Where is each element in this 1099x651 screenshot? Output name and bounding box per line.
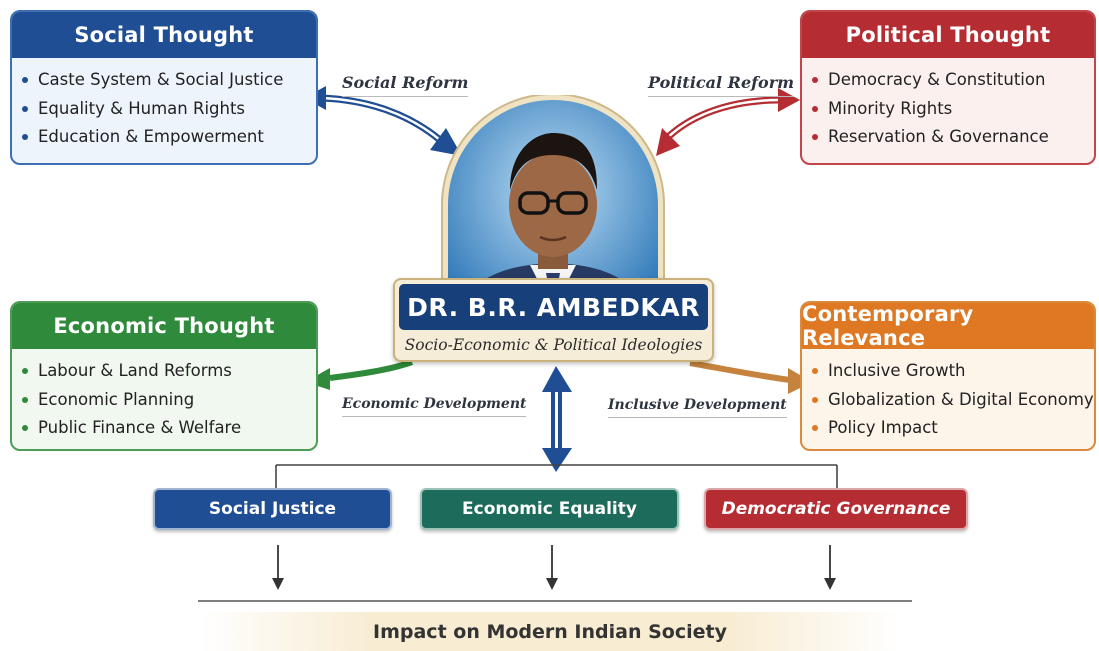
center-subtitle: Socio-Economic & Political Ideologies [404,336,703,354]
list-item: Equality & Human Rights [22,95,316,124]
bullet-icon [22,105,28,112]
economic-development-arrow [305,359,414,390]
bullet-icon [812,396,818,403]
bullet-icon [812,105,818,112]
bullet-icon [22,134,28,140]
card-title: Economic Thought [12,303,316,349]
list-item: Policy Impact [812,414,1094,443]
outcome-economic-equality: Economic Equality [420,488,679,530]
card-list: Caste System & Social Justice Equality &… [12,58,316,152]
card-title: Contemporary Relevance [802,303,1094,350]
list-item: Inclusive Growth [812,357,1094,386]
list-item: Minority Rights [812,95,1094,124]
down-arrow-icon [272,545,836,590]
list-item: Public Finance & Welfare [22,414,316,443]
card-list: Labour & Land Reforms Economic Planning … [12,349,316,443]
economic-thought-card: Economic Thought Labour & Land Reforms E… [10,301,318,451]
bullet-icon [812,134,818,140]
bullet-icon [22,77,28,83]
card-title: Social Thought [12,12,316,58]
card-title: Political Thought [802,12,1094,58]
list-item: Globalization & Digital Economy [812,386,1094,415]
list-item: Reservation & Governance [812,123,1094,152]
social-reform-label: Social Reform [342,73,469,97]
card-list: Democracy & Constitution Minority Rights… [802,58,1094,152]
inclusive-development-arrow [689,360,812,394]
social-thought-card: Social Thought Caste System & Social Jus… [10,10,318,165]
impact-footer: Impact on Modern Indian Society [200,612,900,651]
center-title-box: DR. B.R. AMBEDKAR Socio-Economic & Polit… [393,278,714,362]
political-reform-arrow [656,88,800,156]
outcome-democratic-governance: Democratic Governance [704,488,968,530]
contemporary-relevance-card: Contemporary Relevance Inclusive Growth … [800,301,1096,451]
economic-development-label: Economic Development [342,396,527,417]
inclusive-development-label: Inclusive Development [608,397,787,418]
double-arrow-icon [542,366,572,472]
bullet-icon [22,396,28,403]
card-list: Inclusive Growth Globalization & Digital… [802,349,1094,443]
political-reform-label: Political Reform [648,73,795,97]
bullet-icon [22,425,28,431]
bullet-icon [812,425,818,431]
political-thought-card: Political Thought Democracy & Constituti… [800,10,1096,165]
bullet-icon [812,77,818,83]
list-item: Democracy & Constitution [812,66,1094,95]
bullet-icon [22,368,28,374]
center-name: DR. B.R. AMBEDKAR [399,284,708,330]
list-item: Education & Empowerment [22,123,316,152]
outcome-social-justice: Social Justice [153,488,392,530]
list-item: Caste System & Social Justice [22,66,316,95]
branch-lines [275,464,838,488]
bullet-icon [812,368,818,374]
list-item: Economic Planning [22,386,316,415]
list-item: Labour & Land Reforms [22,357,316,386]
